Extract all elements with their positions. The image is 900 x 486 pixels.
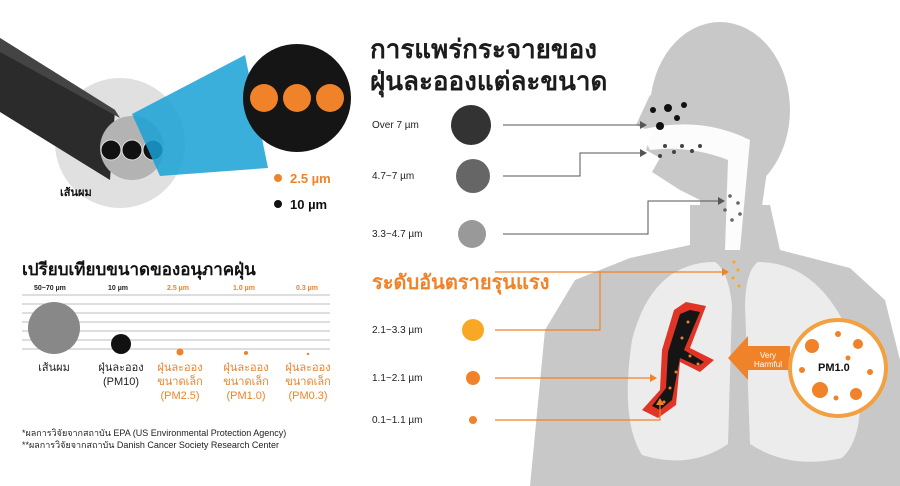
nose-particles xyxy=(650,102,687,130)
comparison-label-pm10: ฝุ่นละออง (PM10) xyxy=(91,361,151,389)
label-line: เส้นผม xyxy=(38,362,70,374)
hair-label: เส้นผม xyxy=(60,187,92,199)
label-line: ฝุ่นละออง xyxy=(98,362,144,374)
danger-size-label: 1.1~2.1 µm xyxy=(372,373,423,384)
airway xyxy=(640,124,750,250)
comparison-tick: 2.5 µm xyxy=(167,285,189,292)
comparison-label-pm0-3: ฝุ่นละออง ขนาดเล็ก (PM0.3) xyxy=(278,361,338,403)
badge-line2: Harmful xyxy=(753,360,782,369)
label-line: (PM0.3) xyxy=(288,390,328,402)
comparison-tick: 50~70 µm xyxy=(34,285,66,292)
hair-cross-section xyxy=(0,38,351,208)
footnote-epa: *ผลการวิจัยจากสถาบัน EPA (US Environment… xyxy=(22,428,287,438)
trachea-particles xyxy=(731,260,741,288)
label-line: ฝุ่นละออง xyxy=(223,362,269,374)
dispersion-title-line1: การแพร่กระจายของ xyxy=(370,34,597,64)
dispersion-title-line2: ฝุ่นละอองแต่ละขนาด xyxy=(370,66,608,96)
comparison-tick: 1.0 µm xyxy=(233,285,255,292)
comparison-label-hair: เส้นผม xyxy=(24,361,84,375)
footnote-danish: **ผลการวิจัยจากสถาบัน Danish Cancer Soci… xyxy=(22,440,279,450)
comparison-tick: 10 µm xyxy=(108,285,128,292)
label-line: ขนาดเล็ก xyxy=(223,376,269,388)
comparison-tick: 0.3 µm xyxy=(296,285,318,292)
label-line: ขนาดเล็ก xyxy=(157,376,203,388)
legend-label-10: 10 µm xyxy=(290,197,328,212)
danger-size-label: 2.1~3.3 µm xyxy=(372,325,423,336)
pm10-callout xyxy=(728,318,888,418)
comparison-label-pm1-0: ฝุ่นละออง ขนาดเล็ก (PM1.0) xyxy=(216,361,276,403)
label-line: ขนาดเล็ก xyxy=(285,376,331,388)
label-line: (PM10) xyxy=(102,376,140,388)
label-line: ฝุ่นละออง xyxy=(157,362,203,374)
dispersion-size-label: 4.7~7 µm xyxy=(372,171,415,182)
pm10-label: PM1.0 xyxy=(818,362,850,374)
label-line: (PM1.0) xyxy=(226,390,266,402)
dispersion-markers xyxy=(451,105,725,248)
comparison-title: เปรียบเทียบขนาดของอนุภาคฝุ่น xyxy=(22,260,256,279)
label-line: ฝุ่นละออง xyxy=(285,362,331,374)
badge-line1: Very xyxy=(759,351,776,360)
label-line: (PM2.5) xyxy=(160,390,200,402)
comparison-circles xyxy=(28,302,310,356)
danger-markers xyxy=(462,268,729,424)
very-harmful-badge: Very Harmful xyxy=(748,351,788,369)
dispersion-size-label: Over 7 µm xyxy=(372,120,419,131)
dispersion-size-label: 3.3~4.7 µm xyxy=(372,229,423,240)
danger-size-label: 0.1~1.1 µm xyxy=(372,415,423,426)
mouth-particles xyxy=(658,144,702,158)
throat-particles xyxy=(723,194,742,222)
comparison-label-pm2-5: ฝุ่นละออง ขนาดเล็ก (PM2.5) xyxy=(150,361,210,403)
blood-vessel xyxy=(642,302,714,418)
danger-title: ระดับอันตรายรุนแรง xyxy=(372,272,550,294)
legend-label-2-5: 2.5 µm xyxy=(290,171,331,186)
